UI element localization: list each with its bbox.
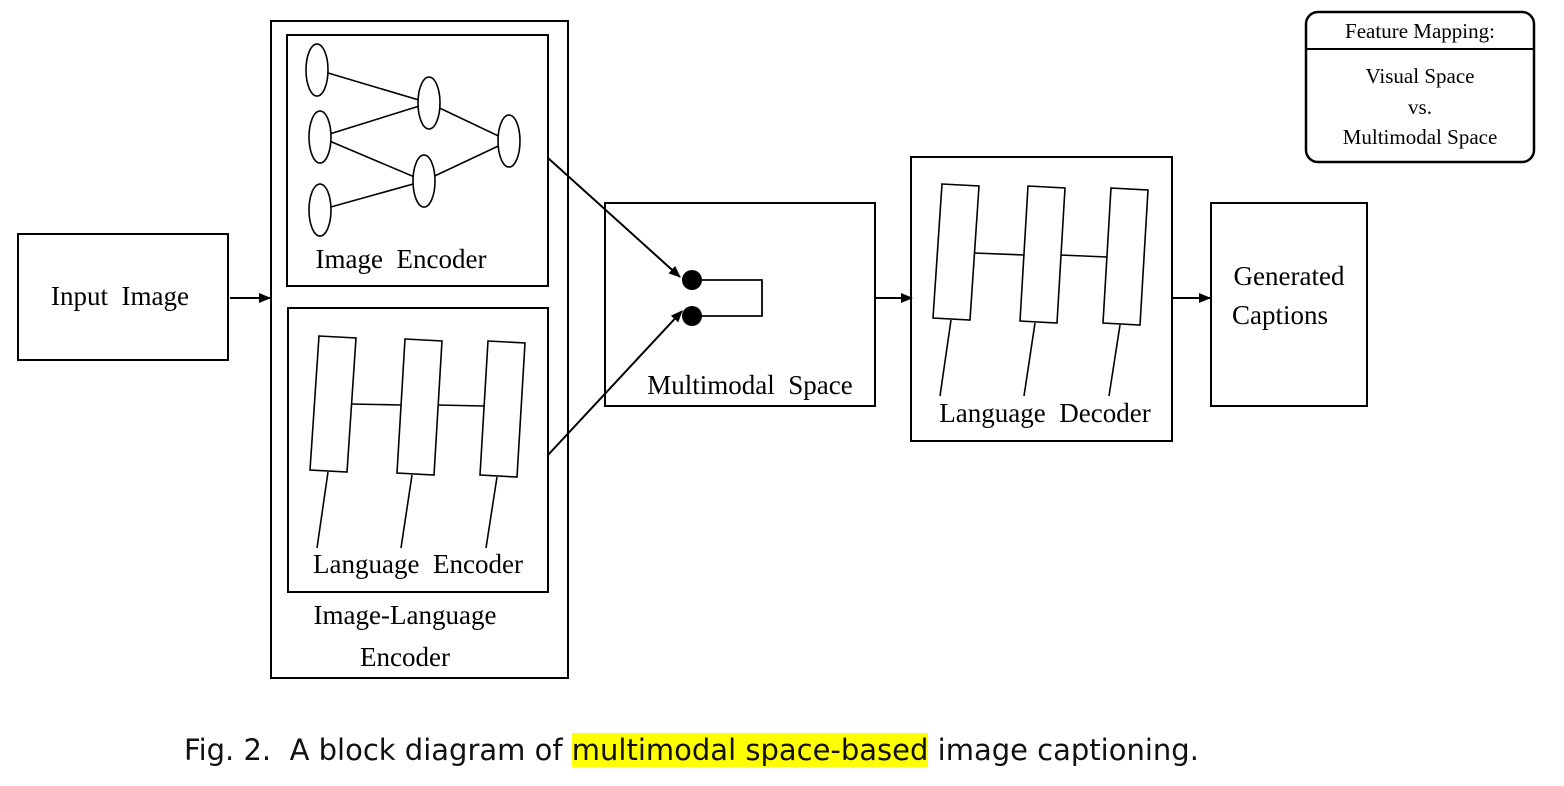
input-image-block: Input Image bbox=[17, 233, 229, 361]
generated-captions-block: Generated Captions bbox=[1210, 202, 1368, 407]
image-language-encoder-label-line2: Encoder bbox=[360, 642, 450, 672]
generated-captions-label-line1: Generated bbox=[1234, 261, 1345, 291]
fusion-node-icon bbox=[682, 270, 763, 326]
legend-line-vs: vs. bbox=[1408, 95, 1432, 119]
legend-title: Feature Mapping: bbox=[1345, 19, 1495, 43]
caption-highlight: multimodal space-based bbox=[571, 733, 929, 767]
generated-captions-label-line2: Captions bbox=[1232, 300, 1328, 330]
legend-line-multimodal-space: Multimodal Space bbox=[1343, 125, 1498, 149]
feature-mapping-legend: Feature Mapping: Visual Space vs. Multim… bbox=[1304, 10, 1536, 164]
language-encoder-block: Language Encoder bbox=[287, 307, 549, 593]
decoder-recurrent-cells-icon bbox=[932, 183, 1149, 397]
multimodal-space-block: Multimodal Space bbox=[604, 202, 876, 407]
neural-network-icon bbox=[305, 43, 521, 237]
image-encoder-label: Image Encoder bbox=[316, 244, 487, 274]
multimodal-space-label: Multimodal Space bbox=[647, 370, 852, 400]
language-decoder-block: Language Decoder bbox=[910, 156, 1173, 442]
language-decoder-label: Language Decoder bbox=[939, 398, 1150, 428]
recurrent-cells-icon bbox=[309, 335, 526, 549]
image-language-encoder-label-line1: Image-Language bbox=[314, 600, 497, 630]
arrow-language-encoder-to-multimodal bbox=[547, 310, 683, 456]
image-language-encoder-block: Image-Language Encoder bbox=[270, 20, 569, 679]
arrow-image-encoder-to-multimodal bbox=[547, 157, 681, 278]
input-image-label: Input Image bbox=[51, 281, 189, 311]
language-encoder-label: Language Encoder bbox=[313, 549, 523, 579]
image-encoder-block: Image Encoder bbox=[286, 34, 549, 287]
caption-suffix: image captioning. bbox=[928, 733, 1199, 767]
caption-prefix: Fig. 2. A block diagram of bbox=[184, 733, 572, 767]
legend-line-visual-space: Visual Space bbox=[1366, 64, 1475, 88]
